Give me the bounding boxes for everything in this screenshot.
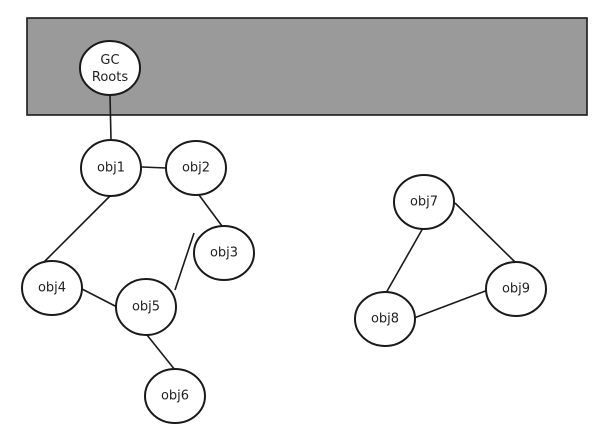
node-obj4: obj4 [21,260,83,316]
edge-gc-obj1 [109,94,112,141]
node-gc-roots-shape [79,40,141,96]
node-obj4-label: obj4 [38,281,66,296]
edge-obj2-obj3 [198,194,223,227]
edge-obj4-obj5 [81,288,118,308]
edge-obj7-obj8 [385,227,424,294]
node-obj8-shape [354,291,416,347]
node-obj5: obj5 [115,278,177,336]
node-gc-roots-label: GC [100,53,119,68]
node-obj3-label: obj3 [210,246,238,261]
edges [43,94,516,371]
node-obj4-shape [21,260,83,316]
edge-obj3-obj5 [174,232,195,291]
node-obj2: obj2 [165,140,227,196]
edge-obj1-obj4 [43,195,111,263]
node-obj3-shape [193,225,255,281]
node-obj2-shape [165,140,227,196]
node-gc-roots-label-line2: Roots [92,70,128,85]
edge-obj7-obj9 [454,202,516,263]
node-obj6-label: obj6 [161,389,189,404]
node-obj9-shape [485,261,547,317]
node-obj7: obj7 [393,174,455,230]
edge-obj1-obj2 [141,166,167,169]
node-obj7-shape [393,174,455,230]
node-obj9-label: obj9 [502,282,530,297]
node-obj1-shape [80,139,142,197]
node-obj1: obj1 [80,139,142,197]
node-gc-roots: GC Roots [79,40,141,96]
node-obj8: obj8 [354,291,416,347]
node-obj1-label: obj1 [97,161,125,176]
node-obj7-label: obj7 [410,195,438,210]
node-obj9: obj9 [485,261,547,317]
node-obj6: obj6 [144,368,206,424]
node-obj5-label: obj5 [132,300,160,315]
node-obj3: obj3 [193,225,255,281]
edge-obj5-obj6 [146,334,176,371]
node-obj8-label: obj8 [371,312,399,327]
node-obj6-shape [144,368,206,424]
edge-obj8-obj9 [413,289,489,319]
node-obj5-shape [115,278,177,336]
node-obj2-label: obj2 [182,161,210,176]
